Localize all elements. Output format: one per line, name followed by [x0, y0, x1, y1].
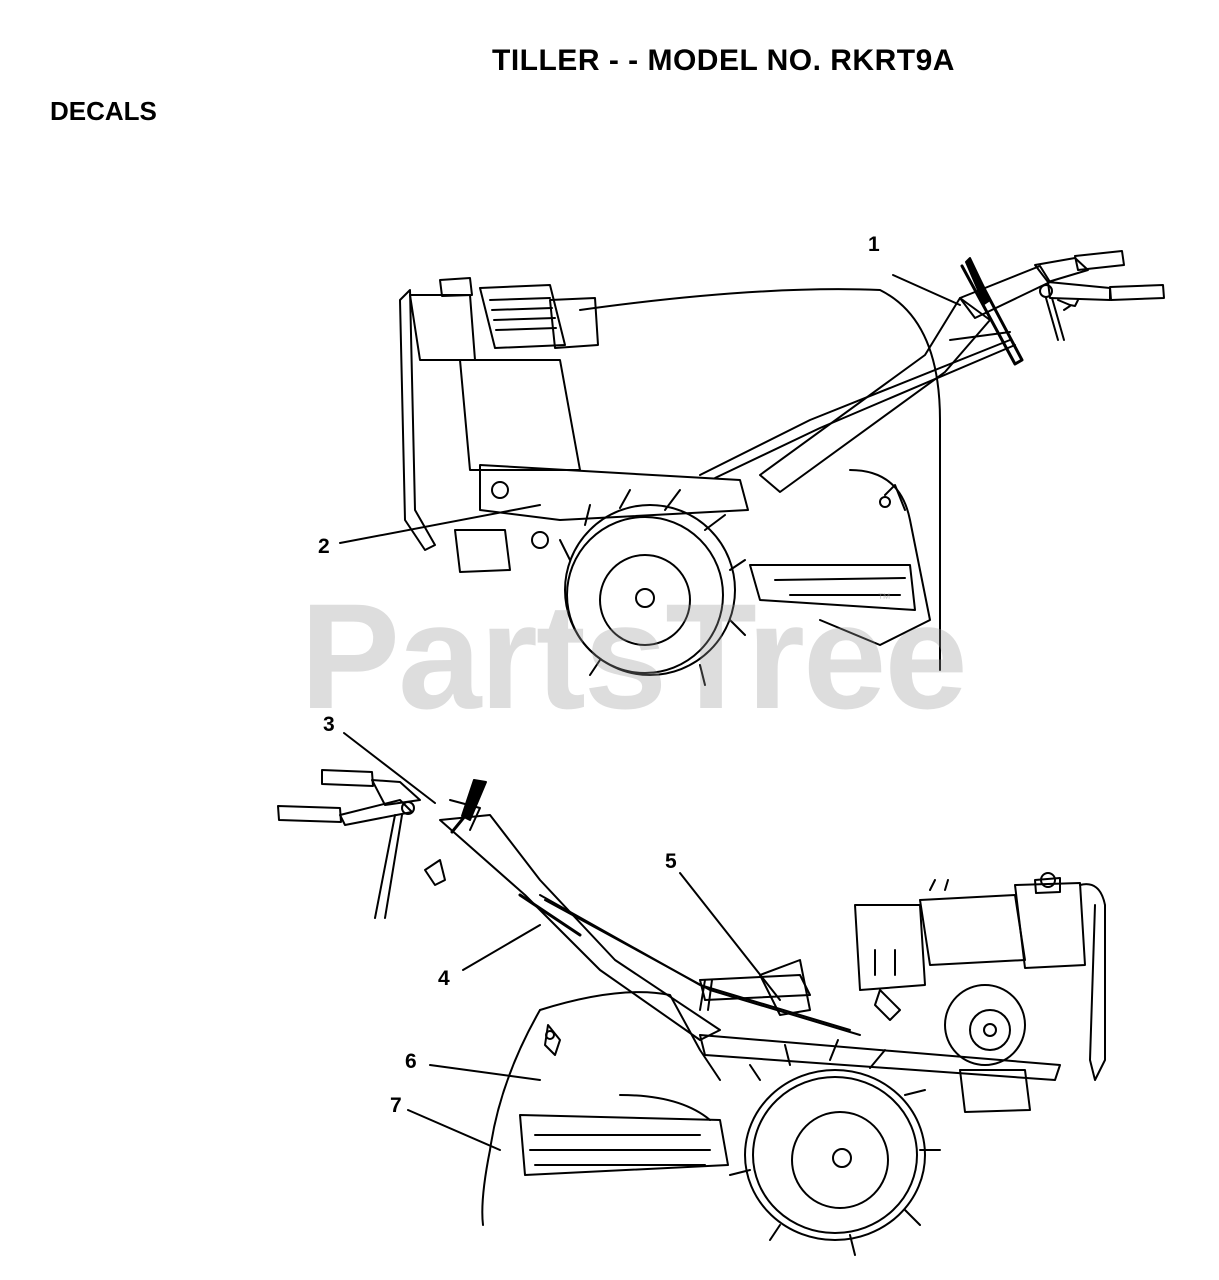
callout-2: 2 — [318, 535, 330, 558]
callout-7: 7 — [390, 1094, 402, 1117]
bottom-tiller-illustration — [277, 769, 1106, 1256]
top-engine-cylinder — [479, 284, 566, 349]
bottom-handle-grip-upper — [321, 769, 374, 787]
leader-4 — [462, 924, 541, 971]
top-fuel-tank — [409, 294, 476, 361]
leader-lines — [339, 274, 961, 1151]
leader-6 — [429, 1064, 541, 1081]
leader-3 — [343, 732, 436, 804]
section-heading: DECALS — [50, 96, 157, 126]
bottom-handle-grip-lower — [277, 805, 342, 823]
bottom-engine-pulley — [944, 984, 1026, 1066]
leader-2 — [339, 504, 541, 544]
page-title: TILLER - - MODEL NO. RKRT9A — [492, 44, 955, 77]
bottom-fuel-tank — [1014, 882, 1086, 969]
bottom-wheel-tire — [744, 1069, 926, 1241]
top-tine-side-plate — [749, 564, 916, 611]
leader-5 — [679, 872, 781, 1001]
top-wheel-tire — [564, 504, 736, 676]
bottom-tine-side-plate — [519, 1114, 729, 1176]
bottom-engine-block — [919, 894, 1026, 966]
top-handle-grip-upper — [1074, 250, 1125, 271]
top-engine-bracket — [454, 529, 511, 573]
top-tiller-illustration — [399, 250, 1165, 686]
callout-5: 5 — [665, 850, 677, 873]
callout-4: 4 — [438, 967, 450, 990]
top-air-cleaner — [549, 297, 599, 349]
bottom-air-cleaner — [854, 904, 926, 991]
callout-6: 6 — [405, 1050, 417, 1073]
leader-1 — [892, 274, 961, 306]
top-handle-grip-lower — [1109, 284, 1165, 301]
callout-1: 1 — [868, 233, 880, 256]
watermark: PartsTree — [300, 572, 968, 740]
top-belt-cover — [479, 464, 749, 521]
callout-3: 3 — [323, 713, 335, 736]
bottom-engine-bracket — [959, 1069, 1031, 1113]
watermark-trademark: ™ — [877, 590, 891, 606]
leader-7 — [407, 1109, 501, 1151]
